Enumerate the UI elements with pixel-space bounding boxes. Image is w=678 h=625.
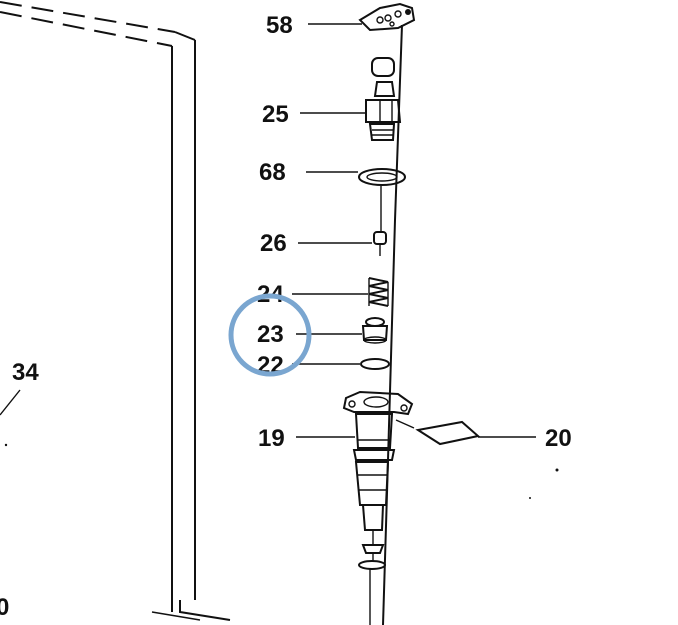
- part-68-washer: [358, 168, 406, 186]
- housing-outline: [0, 1, 231, 621]
- label-26: 26: [260, 230, 287, 257]
- label-68: 68: [259, 159, 286, 186]
- part-26-pin: [373, 231, 387, 256]
- label-19: 19: [258, 425, 285, 452]
- part-25-union-nut: [365, 81, 402, 141]
- part-labels: 58 25 68 26 24 23 22 19 20 34 0: [0, 12, 572, 621]
- label-34: 34: [12, 359, 39, 386]
- part-23-valve: [361, 317, 389, 344]
- highlight-circle: [228, 293, 312, 377]
- part-22-washer: [360, 358, 390, 370]
- label-cut-off: 0: [0, 594, 9, 621]
- scan-dots: [4, 443, 559, 499]
- label-25: 25: [262, 101, 289, 128]
- cap-part: [371, 57, 395, 77]
- part-24-spring: [368, 277, 389, 307]
- label-23: 23: [257, 321, 284, 348]
- part-20-shim: [395, 419, 481, 446]
- label-58: 58: [266, 12, 293, 39]
- part-58-flange-plate: [358, 2, 416, 32]
- part-19-pump-element: [342, 390, 414, 625]
- label-20: 20: [545, 425, 572, 452]
